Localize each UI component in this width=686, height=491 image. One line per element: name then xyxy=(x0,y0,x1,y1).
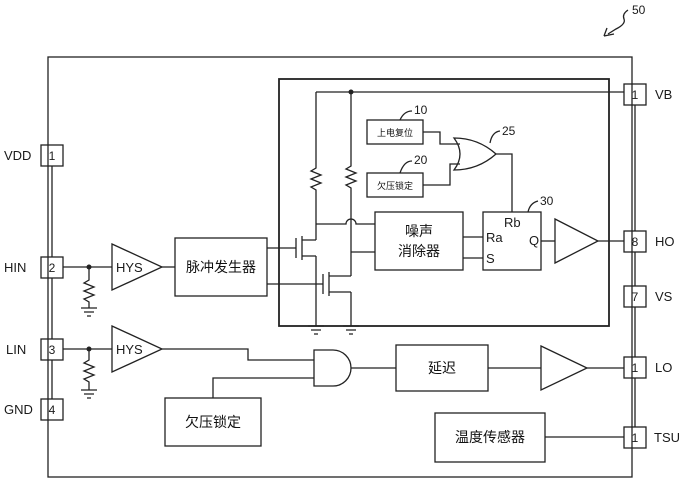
delay-label: 延迟 xyxy=(428,361,456,377)
set-signal-wire xyxy=(316,218,375,225)
pin-number-hin: 2 xyxy=(49,261,56,275)
rs-latch-block: Rb Ra S Q 30 xyxy=(482,194,554,271)
uvlo-ref-number: 20 xyxy=(414,153,428,167)
uvlo-small-label: 欠压锁定 xyxy=(377,180,413,192)
pin-lo: 1 LO xyxy=(623,356,672,379)
pin-number-ho: 8 xyxy=(632,235,639,249)
latch-ra-label: Ra xyxy=(486,230,503,245)
drain-resistor-1 xyxy=(309,92,323,240)
noise-canceller-block: 噪声 消除器 xyxy=(374,211,464,271)
and-gate xyxy=(313,349,352,387)
uvlo-ref-leader xyxy=(399,160,413,174)
figure-ref-leader xyxy=(607,9,629,35)
hys-to-and-wire xyxy=(162,348,314,361)
pin-label-tsu: TSU xyxy=(654,430,680,445)
hin-pulldown-resistor xyxy=(82,267,96,308)
pin-vs: 7 VS xyxy=(623,285,673,308)
or-gate-shape xyxy=(452,137,497,171)
latch-s-label: S xyxy=(486,251,495,266)
or-to-latch-wire xyxy=(496,153,513,212)
hys-buffer-high: HYS xyxy=(111,242,164,292)
hys-triangle-low xyxy=(111,324,164,374)
pin-vdd: 1 VDD xyxy=(4,144,64,167)
lin-pulldown-resistor xyxy=(82,349,96,390)
noise-canceller-label-2: 消除器 xyxy=(398,244,440,260)
noise-to-latch-wires xyxy=(463,236,483,259)
figure-reference: 50 xyxy=(603,3,646,37)
fet1-ground-symbol xyxy=(308,325,324,335)
or-gate: 25 xyxy=(452,124,516,171)
delay-block: 延迟 xyxy=(395,344,489,392)
figure-ref-number: 50 xyxy=(632,3,646,17)
pin-label-vb: VB xyxy=(655,87,672,102)
fet2-terminals xyxy=(329,275,351,293)
pulse-generator-box xyxy=(174,237,268,297)
temperature-sensor-label: 温度传感器 xyxy=(455,429,525,446)
hys-label-high: HYS xyxy=(116,260,143,275)
pin-lin: 3 LIN xyxy=(6,338,64,361)
latch-rb-label: Rb xyxy=(504,215,521,230)
figure-ref-arrowhead xyxy=(603,27,615,37)
high-side-driver xyxy=(554,217,600,265)
uvlo-to-or-wire xyxy=(423,163,460,186)
pin-number-vdd: 1 xyxy=(49,149,56,163)
pulse-generator-block: 脉冲发生器 xyxy=(174,237,268,297)
pin-label-lo: LO xyxy=(655,360,672,375)
drain-resistor-2 xyxy=(344,92,358,276)
pin-label-vdd: VDD xyxy=(4,148,31,163)
pin-number-gnd: 4 xyxy=(49,403,56,417)
chip-outline xyxy=(47,56,633,478)
pin-label-vs: VS xyxy=(655,289,673,304)
power-on-reset-block: 上电复位 10 xyxy=(366,103,428,145)
hys-buffer-low: HYS xyxy=(111,324,164,374)
hys-triangle-high xyxy=(111,242,164,292)
or-gate-ref-leader xyxy=(489,130,501,144)
hys-label-low: HYS xyxy=(116,342,143,357)
pin-number-lo: 1 xyxy=(632,361,639,375)
pin-number-vb: 1 xyxy=(632,88,639,102)
por-to-or-wire xyxy=(423,131,460,145)
lin-ground-symbol xyxy=(81,389,97,399)
pin-gnd: 4 GND xyxy=(4,398,64,421)
low-side-driver xyxy=(540,344,589,392)
pin-number-vs: 7 xyxy=(632,290,639,304)
level-shift-fet-2 xyxy=(322,272,351,296)
pin-hin: 2 HIN xyxy=(4,256,64,279)
pin-ho: 8 HO xyxy=(623,230,675,253)
pin-label-hin: HIN xyxy=(4,260,26,275)
fet2-ground-symbol xyxy=(343,325,359,335)
por-ref-leader xyxy=(399,110,413,121)
uvlo-large-label: 欠压锁定 xyxy=(185,415,241,431)
uvlo-small-block: 欠压锁定 20 xyxy=(366,153,428,198)
pin-label-ho: HO xyxy=(655,234,675,249)
pin-number-lin: 3 xyxy=(49,343,56,357)
pin-label-lin: LIN xyxy=(6,342,26,357)
noise-canceller-box xyxy=(374,211,464,271)
pin-tsu: 1 TSU xyxy=(623,426,680,449)
pin-number-tsu: 1 xyxy=(632,431,639,445)
por-ref-number: 10 xyxy=(414,103,428,117)
uvlo-to-and-wire xyxy=(212,377,314,398)
or-gate-ref-number: 25 xyxy=(502,124,516,138)
noise-canceller-label-1: 噪声 xyxy=(405,224,433,240)
high-side-region xyxy=(278,78,610,327)
latch-q-label: Q xyxy=(529,233,539,248)
pulse-generator-label: 脉冲发生器 xyxy=(186,260,256,276)
fet1-terminals xyxy=(302,239,316,257)
latch-ref-leader xyxy=(527,200,539,213)
pin-vb: 1 VB xyxy=(623,83,672,106)
pin-label-gnd: GND xyxy=(4,402,33,417)
uvlo-large-box xyxy=(164,397,262,447)
uvlo-large-block: 欠压锁定 xyxy=(164,397,262,447)
hin-ground-symbol xyxy=(81,307,97,317)
level-shift-fet-1 xyxy=(295,236,316,260)
latch-ref-number: 30 xyxy=(540,194,554,208)
temperature-sensor-block: 温度传感器 xyxy=(434,412,546,463)
power-on-reset-label: 上电复位 xyxy=(377,127,413,139)
